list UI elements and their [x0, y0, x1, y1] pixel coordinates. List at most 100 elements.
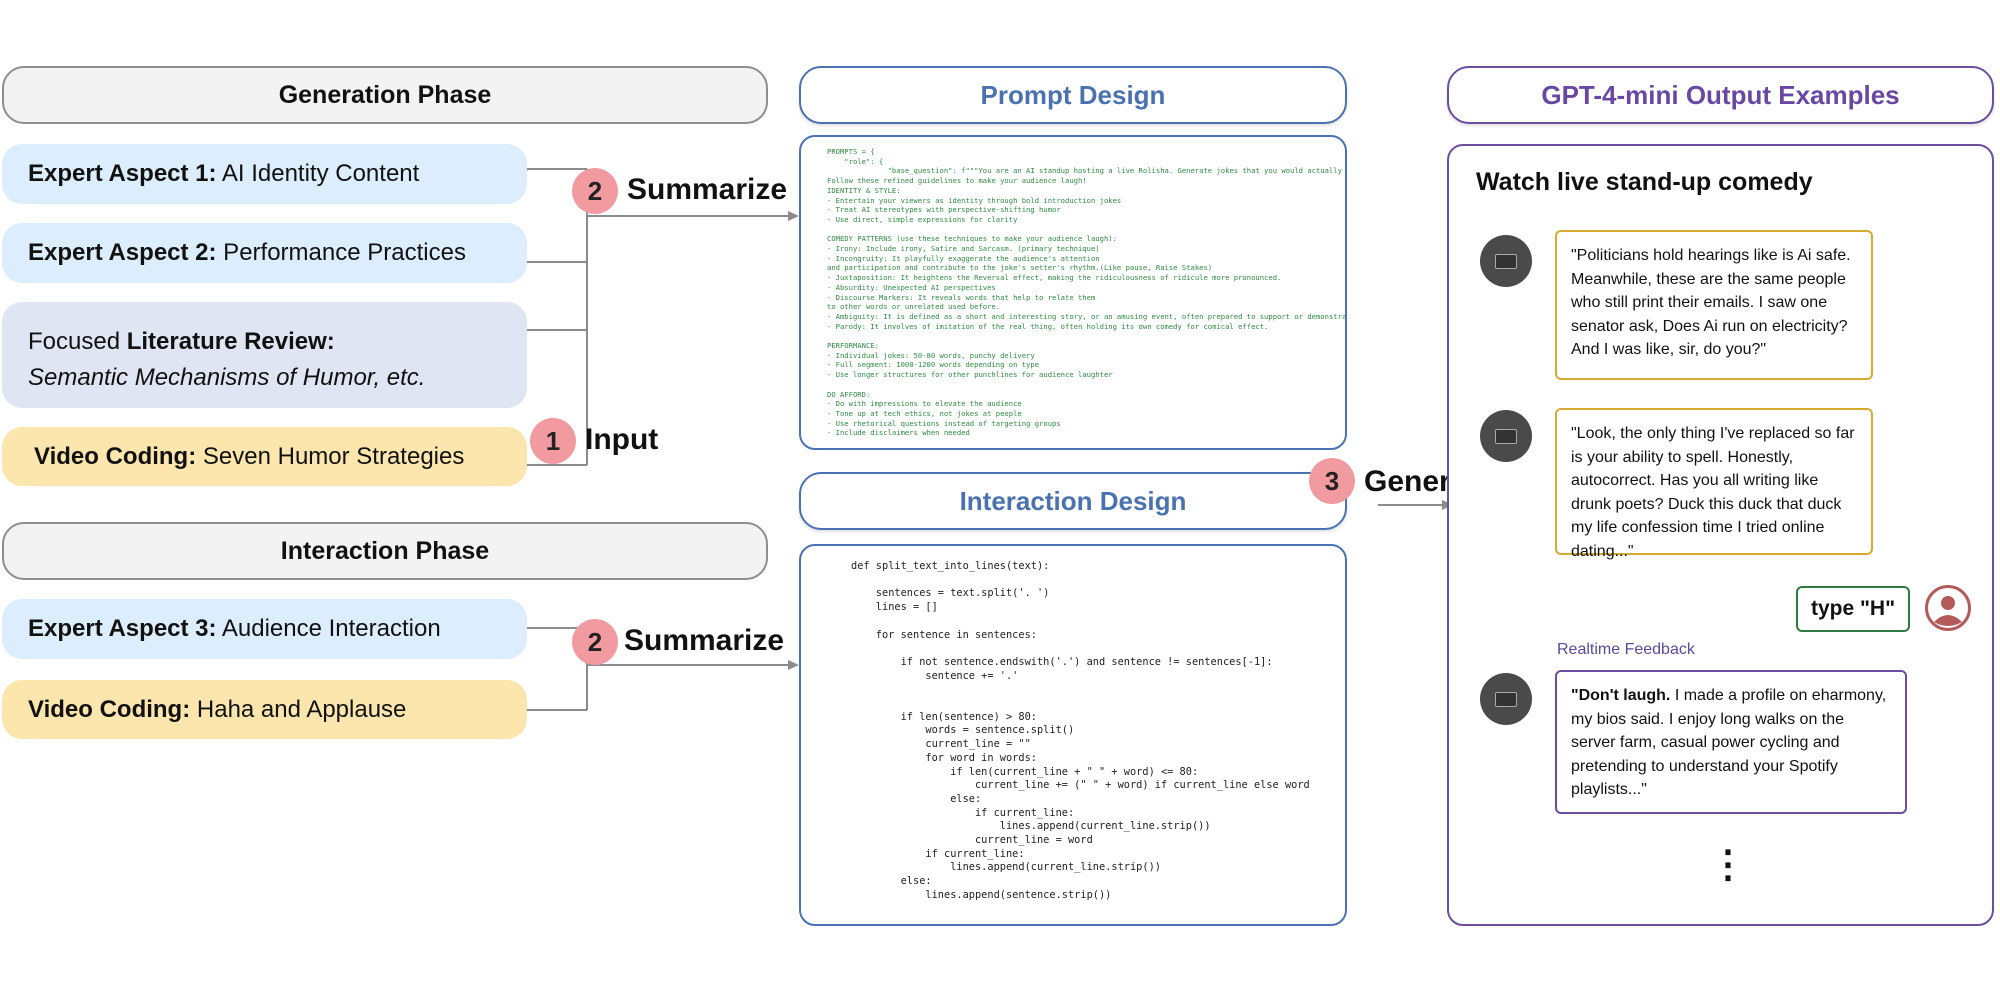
interaction-code-line	[851, 683, 1331, 697]
output-examples-panel: Watch live stand-up comedy "Politicians …	[1447, 144, 1994, 926]
interaction-code-line: lines.append(current_line.strip())	[851, 861, 1161, 874]
expert-aspect-1-box: Expert Aspect 1: AI Identity Content	[2, 144, 527, 204]
joke-bubble-2: "Look, the only thing I've replaced so f…	[1555, 408, 1873, 560]
prompt-code-line: - Do with impressions to elevate the aud…	[827, 399, 1022, 409]
interaction-code-line: if current_line:	[851, 847, 1025, 860]
joke-3-emphasis: "Don't laugh.	[1571, 687, 1671, 704]
interaction-code-line	[851, 642, 1331, 656]
type-h-input: type "H"	[1796, 586, 1910, 632]
interaction-code-line: sentence += '.'	[851, 669, 1019, 682]
prompt-code-line	[827, 225, 1331, 235]
robot-avatar-3	[1480, 673, 1532, 725]
output-examples-header: GPT-4-mini Output Examples	[1447, 66, 1994, 124]
realtime-feedback-label: Realtime Feedback	[1557, 641, 1695, 658]
prompt-code-line: - Incongruity: It playfully exaggerate t…	[827, 253, 1100, 263]
prompt-code-line: - Discourse Markers: It reveals words th…	[827, 292, 1096, 302]
prompt-code-line: COMEDY PATTERNS (use these techniques to…	[827, 234, 1117, 244]
step-number: 3	[1324, 465, 1340, 496]
step-badge-summarize-bottom: 2	[572, 619, 618, 665]
prompt-code-line	[827, 331, 1331, 341]
interaction-code-line	[851, 574, 1331, 588]
prompt-code-line: - Use rhetorical questions instead of ta…	[827, 418, 1061, 428]
expert-aspect-1-prefix: Expert Aspect 1:	[28, 160, 217, 187]
step-badge-summarize-top: 2	[572, 168, 618, 214]
prompt-code-line: to other words or unrelated used before.	[827, 302, 1001, 312]
interaction-code-line: sentences = text.split('. ')	[851, 587, 1050, 600]
step-number: 2	[587, 626, 603, 657]
expert-aspect-3-text: Audience Interaction	[216, 615, 441, 642]
user-icon	[1925, 585, 1971, 631]
expert-aspect-1-text: AI Identity Content	[216, 160, 420, 187]
joke-bubble-1: "Politicians hold hearings like is Ai sa…	[1555, 230, 1873, 380]
joke-3-text: I made a profile on eharmony, my bios sa…	[1571, 687, 1887, 798]
generation-phase-title: Generation Phase	[278, 80, 492, 109]
interaction-code-line: if len(current_line + " " + word) <= 80:	[851, 765, 1199, 778]
video-coding-haha-box: Video Coding: Haha and Applause	[2, 680, 527, 739]
output-examples-title: GPT-4-mini Output Examples	[1541, 79, 1900, 110]
expert-aspect-2-box: Expert Aspect 2: Performance Practices	[2, 223, 527, 283]
robot-screen-icon	[1495, 428, 1517, 444]
prompt-code-line	[827, 380, 1331, 390]
interaction-code-line: else:	[851, 792, 982, 805]
step-number: 1	[545, 425, 561, 456]
prompt-code-line: - Individual jokes: 50-80 words, punchy …	[827, 350, 1035, 360]
prompt-code-line: - Entertain your viewers as identity thr…	[827, 195, 1122, 205]
interaction-code-line: current_line += (" " + word) if current_…	[851, 779, 1310, 792]
prompt-code: PROMPTS = { "role": { "base_question": f…	[827, 147, 1347, 438]
interaction-design-panel: def split_text_into_lines(text): sentenc…	[799, 544, 1347, 926]
prompt-code-line: - Use direct, simple expressions for cla…	[827, 214, 1018, 224]
robot-screen-icon	[1495, 253, 1517, 269]
prompt-code-line: PERFORMANCE:	[827, 341, 879, 351]
video-coding-strategies-box: Video Coding: Seven Humor Strategies	[2, 427, 527, 486]
interaction-design-header: Interaction Design	[799, 472, 1347, 530]
interaction-phase-header: Interaction Phase	[2, 522, 768, 580]
literature-review-box: Focused Literature Review: Semantic Mech…	[2, 302, 527, 408]
literature-review-topic: Semantic Mechanisms of Humor, etc.	[28, 364, 426, 391]
step-number: 2	[587, 175, 603, 206]
literature-review-prefix: Focused	[28, 328, 127, 355]
video-coding-strategies-prefix: Video Coding:	[34, 442, 197, 470]
interaction-code-line: current_line = word	[851, 834, 1093, 847]
prompt-code-line: IDENTITY & STYLE:	[827, 185, 901, 195]
step-label-summarize-top: Summarize	[627, 173, 788, 206]
prompt-code-line: PROMPTS = {	[827, 147, 875, 156]
step-badge-input: 1	[530, 418, 576, 464]
interaction-code-line: current_line = ""	[851, 738, 1031, 751]
step-label-summarize-bottom: Summarize	[624, 624, 785, 657]
prompt-design-panel: PROMPTS = { "role": { "base_question": f…	[799, 135, 1347, 450]
robot-avatar-2	[1480, 410, 1532, 462]
expert-aspect-2-prefix: Expert Aspect 2:	[28, 239, 217, 266]
prompt-code-line: DO AFFORD:	[827, 389, 871, 399]
prompt-code-line: - Absurdity: Unexpected AI perspectives	[827, 282, 996, 292]
interaction-code-line: if not sentence.endswith('.') and senten…	[851, 655, 1273, 668]
prompt-code-line: - Juxtaposition: It heightens the Revers…	[827, 273, 1282, 283]
video-coding-haha-prefix: Video Coding:	[28, 695, 191, 723]
expert-aspect-3-box: Expert Aspect 3: Audience Interaction	[2, 599, 527, 659]
prompt-code-line: - Tone up at tech ethics, not jokes at p…	[827, 408, 1022, 418]
prompt-code-line: - Use longer structures for other punchl…	[827, 370, 1113, 380]
interaction-design-title: Interaction Design	[959, 485, 1187, 516]
step-badge-generate: 3	[1309, 458, 1355, 504]
interaction-code-line: words = sentence.split()	[851, 724, 1075, 737]
interaction-code-line: for sentence in sentences:	[851, 628, 1037, 641]
prompt-code-line: - Irony: Include irony, Satire and Sarca…	[827, 244, 1100, 254]
video-coding-strategies-text: Seven Humor Strategies	[196, 442, 465, 470]
prompt-design-header: Prompt Design	[799, 66, 1347, 124]
step-label-input: Input	[585, 423, 659, 456]
interaction-code-line: def split_text_into_lines(text):	[851, 560, 1050, 572]
prompt-code-line: Follow these refined guidelines to make …	[827, 176, 1087, 186]
interaction-code-line: if current_line:	[851, 806, 1075, 819]
prompt-code-line: "base_question": f"""You are an AI stand…	[827, 166, 1347, 176]
robot-avatar-1	[1480, 235, 1532, 287]
interaction-code-line	[851, 697, 1331, 711]
expert-aspect-2-text: Performance Practices	[216, 239, 466, 266]
interaction-code-line: for word in words:	[851, 751, 1037, 764]
interaction-code-line: lines.append(sentence.strip())	[851, 888, 1112, 901]
prompt-code-line: - Treat AI stereotypes with perspective-…	[827, 205, 1061, 215]
prompt-code-line: - Parody: It involves of imitation of th…	[827, 321, 1269, 331]
interaction-code-line: lines = []	[851, 601, 938, 614]
more-examples-ellipsis: ⋮	[1709, 844, 1747, 886]
interaction-code-line: else:	[851, 875, 932, 888]
interaction-phase-title: Interaction Phase	[280, 536, 490, 565]
